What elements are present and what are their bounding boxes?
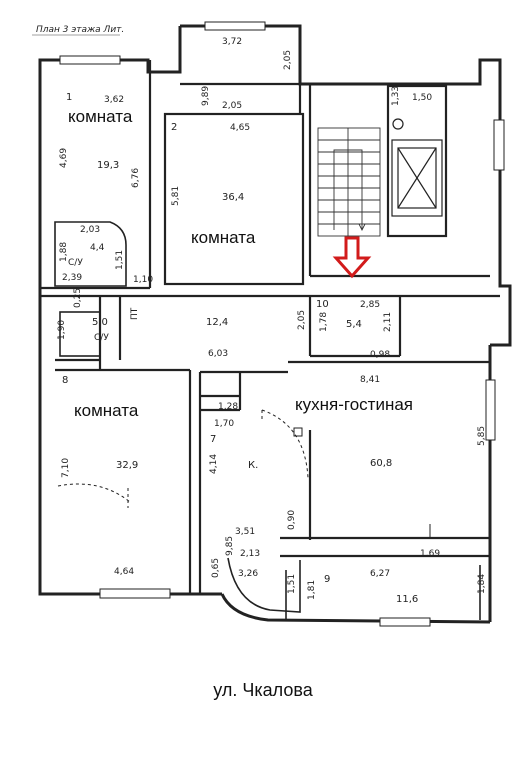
room-number: 9 <box>324 574 330 585</box>
svg-text:1,50: 1,50 <box>412 93 432 103</box>
bay-balcony <box>227 557 481 620</box>
svg-text:2,39: 2,39 <box>62 273 82 283</box>
svg-text:1,51: 1,51 <box>115 250 125 270</box>
svg-text:5,81: 5,81 <box>171 186 181 206</box>
elevator <box>391 118 443 217</box>
svg-text:1,28: 1,28 <box>218 402 238 412</box>
svg-text:0,90: 0,90 <box>287 510 297 530</box>
svg-text:8,41: 8,41 <box>360 375 380 385</box>
dimensions-vertical: 2,05 9,89 1,33 4,69 6,76 5,81 1,88 1,51 … <box>57 50 487 600</box>
svg-text:2,03: 2,03 <box>80 225 100 235</box>
area-value: 11,6 <box>396 594 418 605</box>
area-value: 5,0 <box>92 317 108 328</box>
door-swings <box>57 409 309 508</box>
svg-text:0,25: 0,25 <box>73 288 83 308</box>
room-label-kitchen: кухня-гостиная <box>295 395 413 414</box>
svg-text:1,88: 1,88 <box>59 242 69 262</box>
room-number: 2 <box>171 122 177 133</box>
svg-text:3,51: 3,51 <box>235 527 255 537</box>
svg-text:7,10: 7,10 <box>61 458 71 478</box>
misc-label: К. <box>248 460 258 471</box>
svg-text:3,26: 3,26 <box>238 569 258 579</box>
area-value: 19,3 <box>97 160 119 171</box>
room-number: 10 <box>316 299 329 310</box>
misc-label: 4,4 <box>90 243 105 253</box>
svg-text:1,84: 1,84 <box>477 574 487 594</box>
svg-text:0,65: 0,65 <box>211 558 221 578</box>
svg-text:4,69: 4,69 <box>59 148 69 168</box>
plan-header: План 3 этажа Лит. <box>36 25 124 35</box>
svg-text:9,89: 9,89 <box>201 86 211 106</box>
misc-label: С/У <box>68 258 83 268</box>
svg-text:2,05: 2,05 <box>283 50 293 70</box>
svg-text:1,90: 1,90 <box>57 320 67 340</box>
svg-text:1,81: 1,81 <box>307 580 317 600</box>
svg-text:4,65: 4,65 <box>230 123 250 133</box>
svg-text:1,70: 1,70 <box>214 419 234 429</box>
svg-text:4,64: 4,64 <box>114 567 134 577</box>
svg-text:0,98: 0,98 <box>370 350 390 360</box>
svg-text:1,78: 1,78 <box>319 312 329 332</box>
room-number: 8 <box>62 375 68 386</box>
svg-text:4,14: 4,14 <box>209 454 219 474</box>
svg-text:6,03: 6,03 <box>208 349 228 359</box>
room-number: 1 <box>66 92 72 103</box>
svg-text:6,76: 6,76 <box>131 168 141 188</box>
entrance-arrow-icon <box>332 236 372 279</box>
misc-label: ПТ <box>130 307 140 320</box>
area-value: 36,4 <box>222 192 244 203</box>
svg-text:1,69: 1,69 <box>420 549 440 559</box>
staircase <box>317 127 381 237</box>
room-number: 7 <box>210 434 216 445</box>
svg-text:2,85: 2,85 <box>360 300 380 310</box>
area-value: 5,4 <box>346 319 362 330</box>
svg-text:9,85: 9,85 <box>225 536 235 556</box>
room-label-1: комната <box>68 107 133 126</box>
svg-text:2,13: 2,13 <box>240 549 260 559</box>
area-value: 32,9 <box>116 460 138 471</box>
svg-text:3,62: 3,62 <box>104 95 124 105</box>
svg-text:6,27: 6,27 <box>370 569 390 579</box>
dimensions: 3,72 3,62 2,05 4,65 1,50 2,03 2,39 1,10 … <box>62 37 440 579</box>
svg-text:2,11: 2,11 <box>383 312 393 332</box>
room-label-8: комната <box>74 401 139 420</box>
area-value: 12,4 <box>206 317 228 328</box>
svg-text:3,72: 3,72 <box>222 37 242 47</box>
area-value: 60,8 <box>370 458 392 469</box>
svg-text:1,10: 1,10 <box>133 275 153 285</box>
svg-text:2,05: 2,05 <box>222 101 242 111</box>
svg-text:5,85: 5,85 <box>477 426 487 446</box>
interior-walls <box>40 60 500 594</box>
room-label-2: комната <box>191 228 256 247</box>
windows <box>59 21 505 627</box>
street-name: ул. Чкалова <box>213 680 313 700</box>
svg-text:1,33: 1,33 <box>391 86 401 106</box>
svg-text:2,05: 2,05 <box>297 310 307 330</box>
svg-text:1,51: 1,51 <box>287 574 297 594</box>
misc-label: С/У <box>94 333 109 343</box>
